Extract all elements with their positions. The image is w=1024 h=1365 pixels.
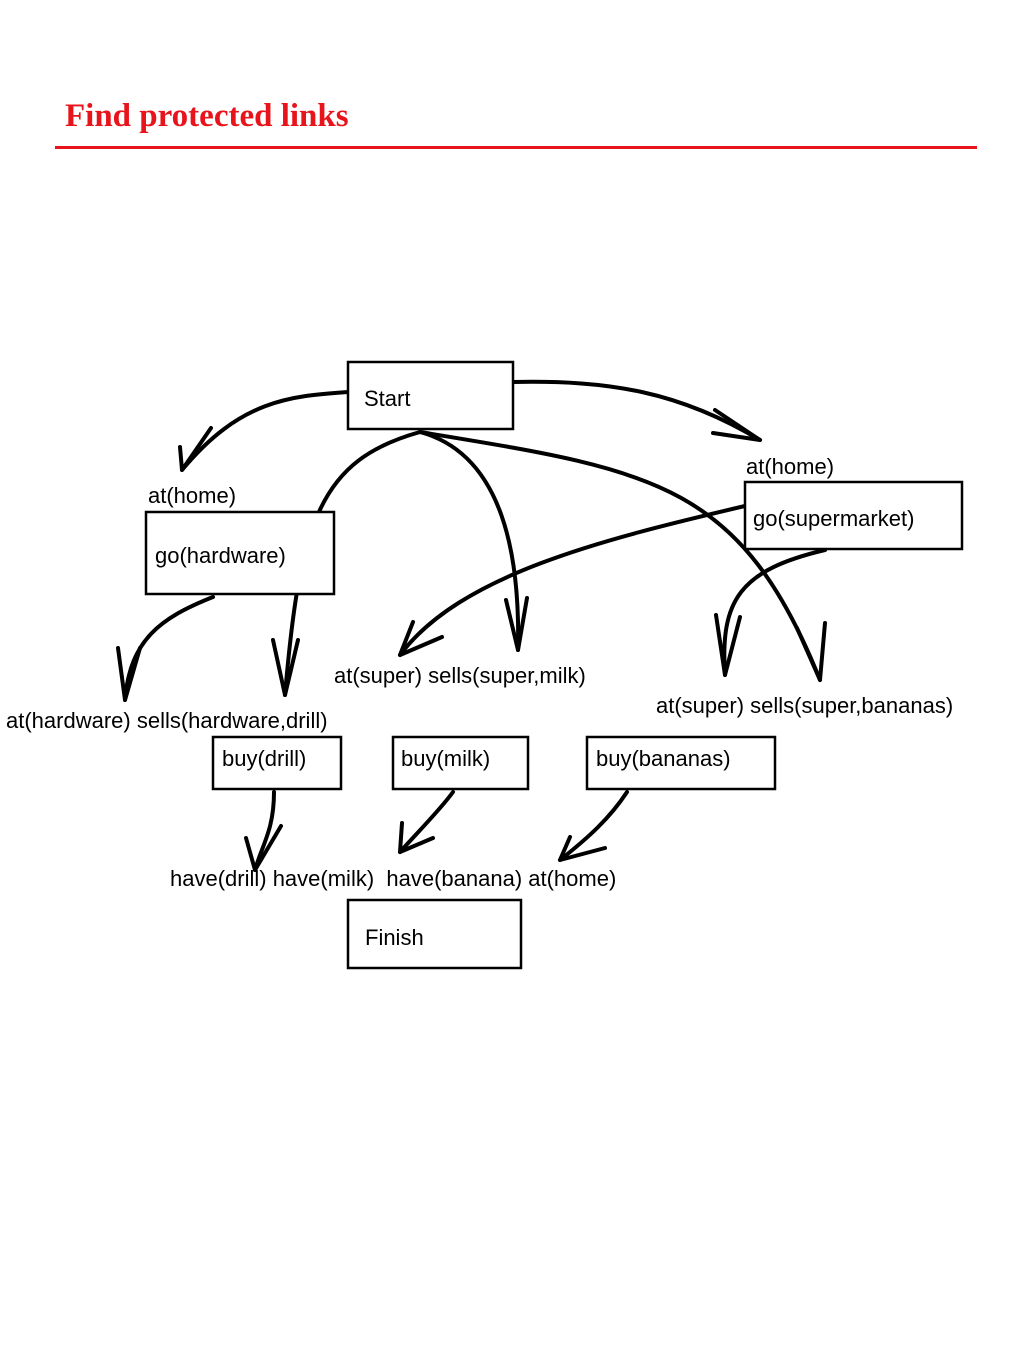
arrowhead-have-milk (398, 821, 435, 854)
arrowhead-supermarket-precondition (711, 408, 762, 442)
precondition-buy-drill: at(hardware) sells(hardware,drill) (6, 708, 328, 733)
link-start-to-supermarket-precondition (511, 379, 762, 442)
arrowhead-drill-location (116, 646, 142, 702)
arrowhead-have-banana (558, 835, 607, 862)
node-go-hardware-box (144, 510, 336, 596)
node-buy-drill-label: buy(drill) (222, 746, 306, 771)
node-go-supermarket-box (743, 480, 964, 551)
node-start-box (346, 360, 515, 431)
link-supermarket-to-milk-location (398, 504, 747, 657)
node-finish-label: Finish (365, 925, 424, 950)
node-start: Start (346, 360, 515, 431)
arrowhead-bananas-location (714, 613, 742, 677)
node-buy-drill: buy(drill) (211, 735, 343, 791)
arrowhead-bananas-seller (795, 621, 827, 682)
precondition-buy-milk: at(super) sells(super,milk) (334, 663, 586, 688)
arrowhead-milk-location (398, 620, 444, 657)
precondition-buy-bananas: at(super) sells(super,bananas) (656, 693, 953, 718)
node-buy-drill-box (211, 735, 343, 791)
node-start-label: Start (364, 386, 410, 411)
node-go-supermarket: go(supermarket) (743, 480, 964, 551)
precondition-go-supermarket: at(home) (746, 454, 834, 479)
node-buy-bananas-label: buy(bananas) (596, 746, 731, 771)
link-start-to-hardware-precondition (180, 390, 350, 472)
causal-links (123, 379, 827, 872)
node-finish-box (346, 898, 523, 970)
link-start-to-bananas-seller (418, 430, 822, 682)
precondition-go-hardware: at(home) (148, 483, 236, 508)
link-buy-bananas-to-have-banana (558, 790, 629, 862)
condition-labels: at(home) at(home) at(hardware) sells(har… (6, 454, 953, 891)
node-go-supermarket-label: go(supermarket) (753, 506, 914, 531)
arrowhead-drill-seller (271, 638, 300, 697)
link-buy-drill-to-have-drill (253, 790, 276, 872)
node-buy-bananas: buy(bananas) (585, 735, 777, 791)
arrowhead-milk-seller (504, 596, 529, 652)
node-finish: Finish (346, 898, 523, 970)
node-buy-milk: buy(milk) (391, 735, 530, 791)
node-buy-bananas-box (585, 735, 777, 791)
precondition-finish: have(drill) have(milk) have(banana) at(h… (170, 866, 616, 891)
slide-title: Find protected links (65, 98, 349, 134)
node-buy-milk-box (391, 735, 530, 791)
link-supermarket-to-bananas-location (722, 548, 827, 677)
arrowheads (116, 408, 827, 872)
node-go-hardware-label: go(hardware) (155, 543, 286, 568)
node-buy-milk-label: buy(milk) (401, 746, 490, 771)
link-buy-milk-to-have-milk (398, 790, 455, 854)
link-hardware-to-drill-location (123, 595, 215, 702)
title-underline (55, 146, 977, 149)
link-start-to-milk-seller (418, 430, 521, 652)
arrowhead-hardware-precondition (178, 426, 213, 472)
arrowhead-have-drill (244, 824, 283, 872)
node-go-hardware: go(hardware) (144, 510, 336, 596)
link-start-to-drill-seller (283, 430, 422, 697)
